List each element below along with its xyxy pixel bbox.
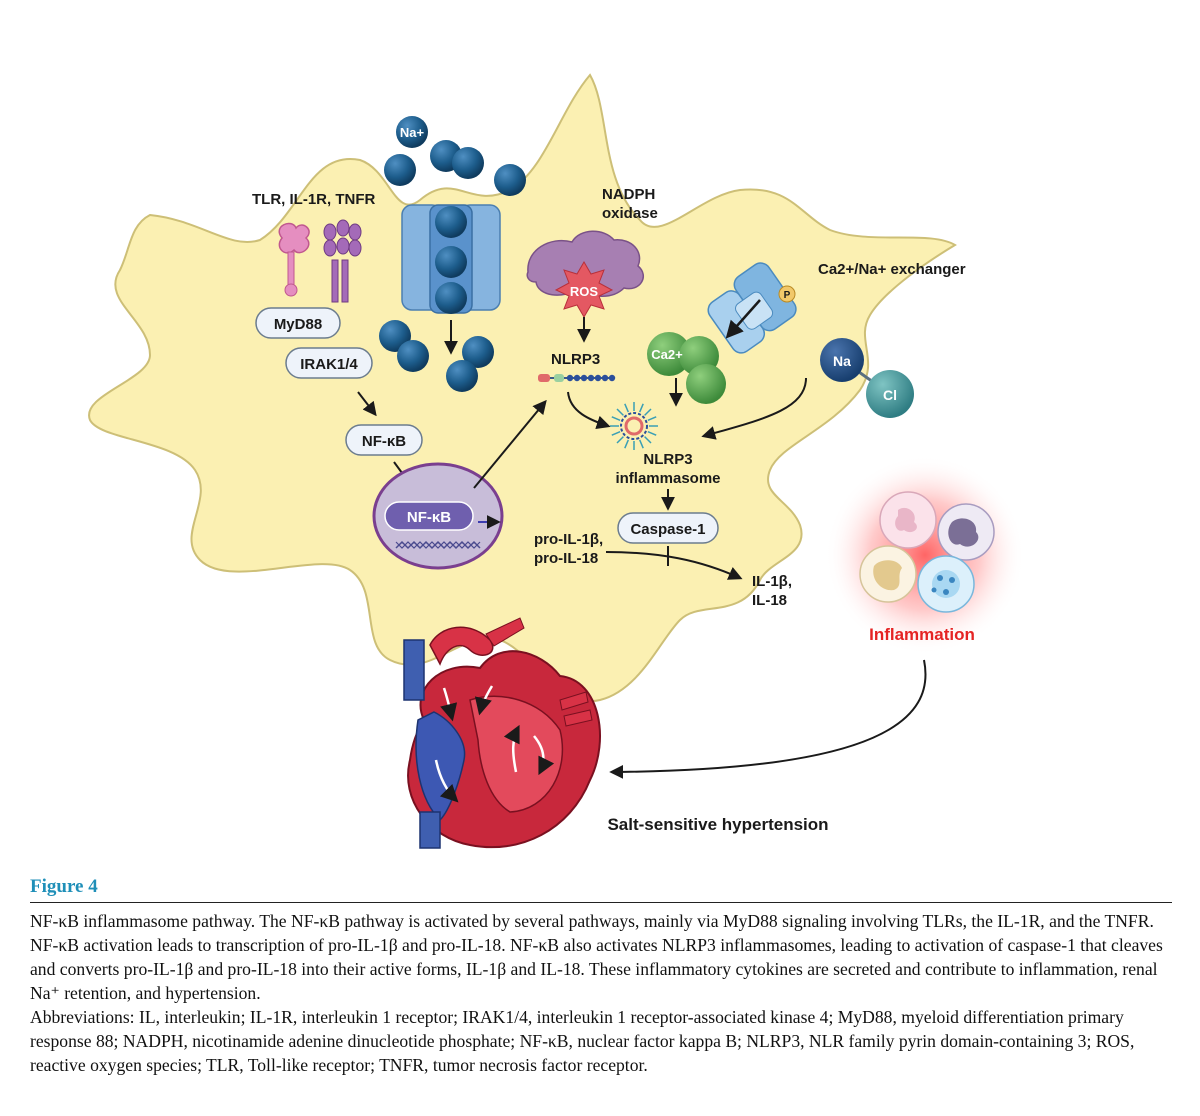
nucleus-nfkb-pill xyxy=(384,501,474,531)
figure-caption: Figure 4 NF-κB inflammasome pathway. The… xyxy=(30,876,1172,1077)
calcium-label: Ca2+ xyxy=(651,347,683,362)
arrow-irak-to-nfkb xyxy=(357,391,377,417)
sodium-ions xyxy=(379,116,526,392)
myd88-node: MyD88 xyxy=(255,307,341,339)
figure-title: Figure 4 xyxy=(30,876,98,897)
dendritic-cell-body xyxy=(88,73,957,703)
exchanger-label: Ca2+/Na+ exchanger xyxy=(818,261,966,278)
hypertension-label: Salt-sensitive hypertension xyxy=(607,815,828,834)
caspase1-label: Caspase-1 xyxy=(630,521,705,538)
inflammation-label: Inflammation xyxy=(869,625,975,644)
irak-label: IRAK1/4 xyxy=(300,356,358,373)
phosphate-icon xyxy=(778,285,796,303)
receptors-label: TLR, IL-1R, TNFR xyxy=(252,191,375,208)
inflammasome-label-line2: inflammasome xyxy=(615,470,720,487)
nlrp3-label: NLRP3 xyxy=(551,351,600,368)
caption-abbreviations: Abbreviations: IL, interleukin; IL-1R, i… xyxy=(30,1007,1135,1075)
nucleus: NF-κB xyxy=(372,462,504,570)
nucleus-nfkb-label: NF-κB xyxy=(407,509,451,526)
caption-rule xyxy=(30,902,1172,903)
arrow-pro-il-to-il xyxy=(605,551,743,580)
nfkb-label: NF-κB xyxy=(362,433,406,450)
tlr-receptor-icon xyxy=(278,222,310,297)
arrow-nlrp3-to-inflammasome xyxy=(567,391,611,430)
il-label-line1: IL-1β, xyxy=(752,573,792,590)
inflammasome-label-line1: NLRP3 xyxy=(643,451,692,468)
irak-node: IRAK1/4 xyxy=(285,347,373,379)
pro-il-label-line2: pro-IL-18 xyxy=(534,550,598,567)
myd88-label: MyD88 xyxy=(274,316,322,333)
arrow-exchanger xyxy=(725,299,761,339)
inflammasome-icon xyxy=(610,402,658,450)
il-label-line2: IL-18 xyxy=(752,592,787,609)
na-ion-icon xyxy=(820,338,864,382)
nfkb-node: NF-κB xyxy=(345,424,423,456)
cl-label: Cl xyxy=(883,387,897,403)
sodium-ion-label: Na+ xyxy=(400,125,425,140)
caspase1-node: Caspase-1 xyxy=(617,512,719,544)
nfkb-inflammasome-diagram: TLR, IL-1R, TNFR MyD88 IRAK1/4 NF-κB NF-… xyxy=(88,73,1025,849)
phosphate-label: P xyxy=(784,290,791,301)
il1r-tnfr-receptor-icon xyxy=(323,219,362,303)
nadph-label-line1: NADPH xyxy=(602,186,655,203)
na-label: Na xyxy=(833,353,851,369)
arrow-nucleus-to-nlrp3 xyxy=(473,399,547,489)
ros-label: ROS xyxy=(570,284,599,299)
cl-ion-icon xyxy=(866,370,914,418)
pro-il-label-line1: pro-IL-1β, xyxy=(534,531,603,548)
heart-icon xyxy=(403,617,601,849)
arrow-nacl-to-inflammasome xyxy=(701,377,807,440)
caption-text: NF-κB inflammasome pathway. The NF-κB pa… xyxy=(30,911,1163,1003)
arrow-inflammation-to-heart xyxy=(609,659,927,779)
nlrp3-protein-icon xyxy=(538,374,616,382)
nadph-label-line2: oxidase xyxy=(602,205,658,222)
immune-cells-icon xyxy=(859,491,995,613)
calcium-ions xyxy=(647,332,726,404)
dna-strand-icon xyxy=(395,540,481,550)
